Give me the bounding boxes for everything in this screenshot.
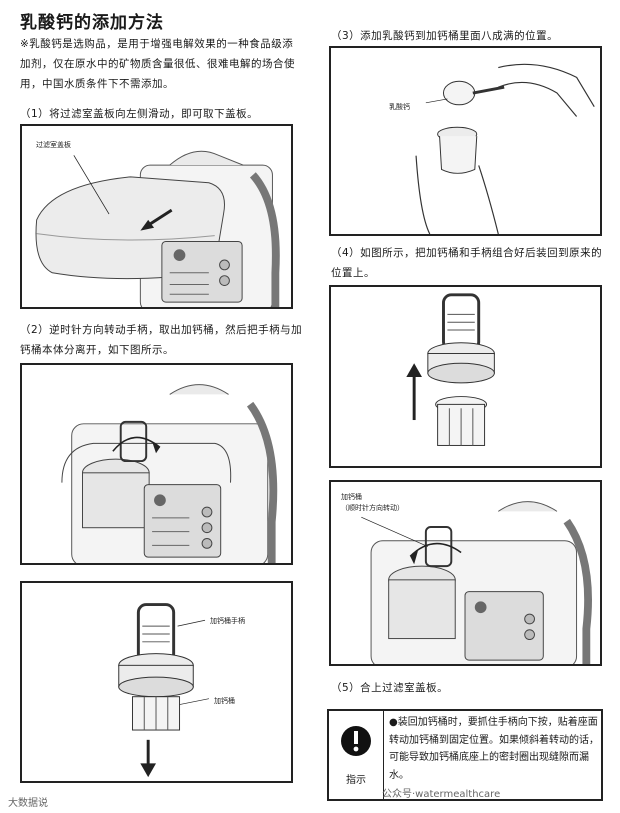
step-3-text: （3）添加乳酸钙到加钙桶里面八成满的位置。 bbox=[331, 26, 611, 46]
figure-step-1: 过滤室盖板 bbox=[20, 124, 293, 309]
exclamation-icon bbox=[329, 711, 383, 771]
page-title: 乳酸钙的添加方法 bbox=[20, 8, 164, 33]
watermark-left: 大数据说 bbox=[8, 794, 48, 809]
intro-note: ※乳酸钙是选购品，是用于增强电解效果的一种食品级添加剂，仅在原水中的矿物质含量很… bbox=[20, 34, 302, 94]
cartridge-assemble-illustration bbox=[331, 287, 600, 466]
label-calcium-powder: 乳酸钙 bbox=[389, 102, 410, 112]
figure-step-2-exploded: 加钙桶手柄 加钙桶 bbox=[20, 581, 293, 783]
label-cartridge: 加钙桶 bbox=[214, 696, 235, 706]
cartridge-exploded-illustration bbox=[22, 583, 291, 781]
figure-step-4-installed: 加钙桶 （顺时针方向转动） bbox=[329, 480, 602, 666]
label-filter-cover: 过滤室盖板 bbox=[36, 140, 71, 150]
step-5-text: （5）合上过滤室盖板。 bbox=[331, 678, 601, 698]
ionizer-open-illustration bbox=[22, 365, 291, 563]
watermark-right: 公众号·watermealthcare bbox=[382, 785, 500, 800]
ionizer-cover-illustration bbox=[22, 126, 291, 307]
figure-step-2 bbox=[20, 363, 293, 565]
figure-step-4 bbox=[329, 285, 602, 468]
step-2-text: （2）逆时针方向转动手柄，取出加钙桶，然后把手柄与加钙桶本体分离开，如下图所示。 bbox=[20, 320, 304, 360]
warning-text: ●装回加钙桶时，要抓住手柄向下按，贴着座面转动加钙桶到固定位置。如果倾斜着转动的… bbox=[389, 714, 601, 784]
step-4-text: （4）如图所示，把加钙桶和手柄组合好后装回到原来的位置上。 bbox=[331, 243, 607, 283]
warning-icon-label: 指示 bbox=[329, 771, 383, 786]
label-cartridge-ccw-2: （顺时针方向转动） bbox=[341, 503, 404, 513]
warning-icon-cell: 指示 bbox=[329, 711, 384, 799]
adding-powder-illustration bbox=[331, 48, 600, 234]
label-cartridge-handle: 加钙桶手柄 bbox=[210, 616, 245, 626]
figure-step-3: 乳酸钙 bbox=[329, 46, 602, 236]
label-cartridge-ccw-1: 加钙桶 bbox=[341, 492, 362, 502]
step-1-text: （1）将过滤室盖板向左侧滑动，即可取下盖板。 bbox=[20, 104, 310, 124]
